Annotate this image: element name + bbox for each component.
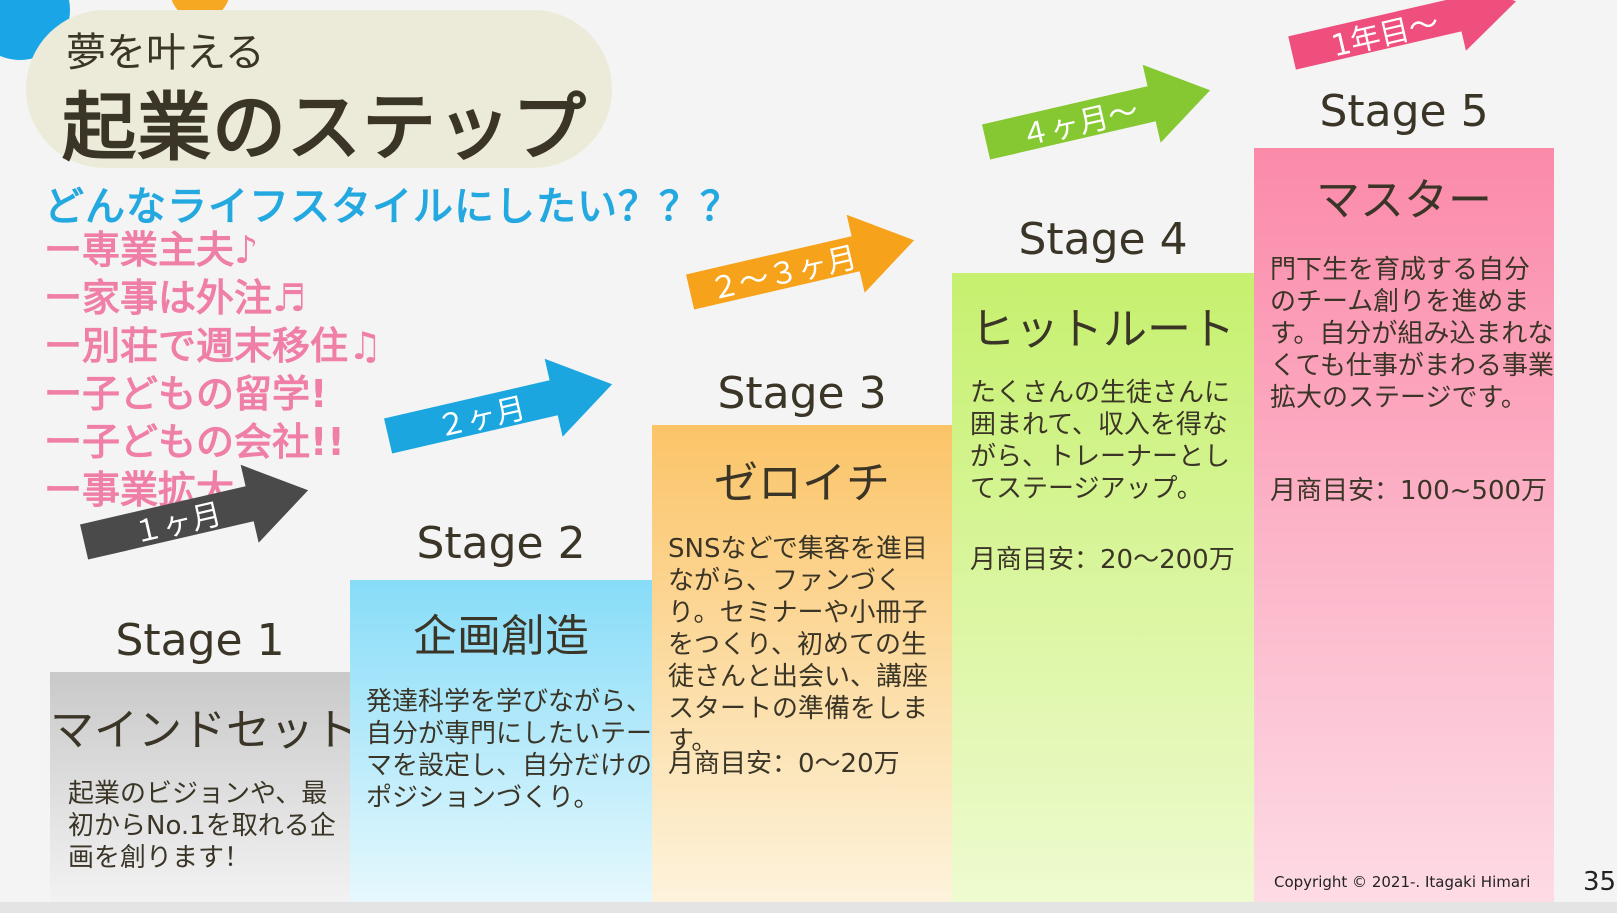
- arrow-stage-5-shape: [1288, 0, 1517, 70]
- stage-4-description: たくさんの生徒さんに囲まれて、収入を得ながら、トレーナーとしてステージアップ。: [970, 378, 1231, 504]
- stage-1-description: 起業のビジョンや、最初からNo.1を取れる企画を創ります！: [68, 779, 336, 873]
- arrow-stage-1-shape: [79, 464, 309, 560]
- stage-5-description: 門下生を育成する自分のチーム創りを進めます。自分が組み込まれなくても仕事がまわる…: [1270, 255, 1554, 413]
- stage-2-box: 企画創造 発達科学を学びながら、自分が専門にしたいテーマを設定し、自分だけのポジ…: [350, 580, 652, 902]
- stage-2-heading: 企画創造: [413, 611, 589, 662]
- stage-3-description: SNSなどで集客を進目ながら、ファンづくり。セミナーや小冊子をつくり、初めての生…: [668, 534, 929, 756]
- arrow-stage-4: ４ヶ月～: [977, 51, 1219, 181]
- arrow-stage-2: ２ヶ月: [379, 345, 621, 475]
- arrow-stage-2-shape: [383, 358, 613, 454]
- stage-1-title: Stage 1: [115, 615, 285, 666]
- arrow-stage-5: 1年目～: [1284, 0, 1525, 89]
- stage-3-box: ゼロイチ SNSなどで集客を進目ながら、ファンづくり。セミナーや小冊子をつくり、…: [652, 425, 952, 902]
- stage-4-box: ヒットルート たくさんの生徒さんに囲まれて、収入を得ながら、トレーナーとしてステ…: [952, 273, 1254, 902]
- arrow-stage-1: １ヶ月: [75, 451, 317, 581]
- stage-5-revenue: 月商目安：100~500万: [1270, 476, 1548, 506]
- stage-3-title: Stage 3: [717, 368, 887, 419]
- stage-2-title: Stage 2: [416, 518, 586, 569]
- footer-bar: [0, 902, 1617, 913]
- copyright-text: Copyright © 2021-. Itagaki Himari: [1274, 873, 1531, 891]
- arrow-stage-5-label: 1年目～: [1328, 5, 1443, 65]
- list-item: ー別荘で週末移住♫: [44, 324, 383, 368]
- stage-1-box: マインドセット 起業のビジョンや、最初からNo.1を取れる企画を創ります！: [50, 672, 350, 902]
- stage-1-heading: マインドセット: [50, 705, 350, 756]
- lifestyle-list: ー専業主夫♪ ー家事は外注♬ ー別荘で週末移住♫ ー子どもの留学! ー子どもの会…: [44, 226, 382, 514]
- stage-3-revenue: 月商目安：0～20万: [668, 749, 900, 779]
- stage-4-heading: ヒットルート: [971, 304, 1235, 355]
- stage-5-title: Stage 5: [1319, 86, 1489, 137]
- page-number: 35: [1583, 867, 1617, 897]
- title-background: [26, 10, 612, 168]
- stage-4-title: Stage 4: [1018, 214, 1188, 265]
- page-title: 起業のステップ: [62, 85, 587, 171]
- title-subtitle: 夢を叶える: [66, 30, 265, 76]
- stage-5-heading: マスター: [1316, 175, 1492, 226]
- lifestyle-question: どんなライフスタイルにしたい？？？: [44, 184, 741, 230]
- arrow-stage-4-label: ４ヶ月～: [1016, 93, 1142, 155]
- arrow-stage-3: ２～３ヶ月: [681, 201, 923, 331]
- arrow-stage-3-shape: [685, 214, 915, 310]
- arrow-stage-2-label: ２ヶ月: [433, 390, 530, 446]
- list-item: ー家事は外注♬: [44, 276, 307, 320]
- stage-4-revenue: 月商目安：20～200万: [970, 545, 1235, 575]
- stage-3-heading: ゼロイチ: [714, 458, 890, 509]
- list-item: ー子どもの留学!: [44, 372, 328, 416]
- arrow-stage-4-shape: [981, 64, 1211, 160]
- stage-5-box: マスター 門下生を育成する自分のチーム創りを進めます。自分が組み込まれなくても仕…: [1254, 148, 1554, 902]
- list-item: ー子どもの会社!!: [44, 420, 345, 464]
- stage-2-description: 発達科学を学びながら、自分が専門にしたいテーマを設定し、自分だけのポジションづく…: [366, 687, 652, 813]
- list-item: ー専業主夫♪: [44, 228, 259, 272]
